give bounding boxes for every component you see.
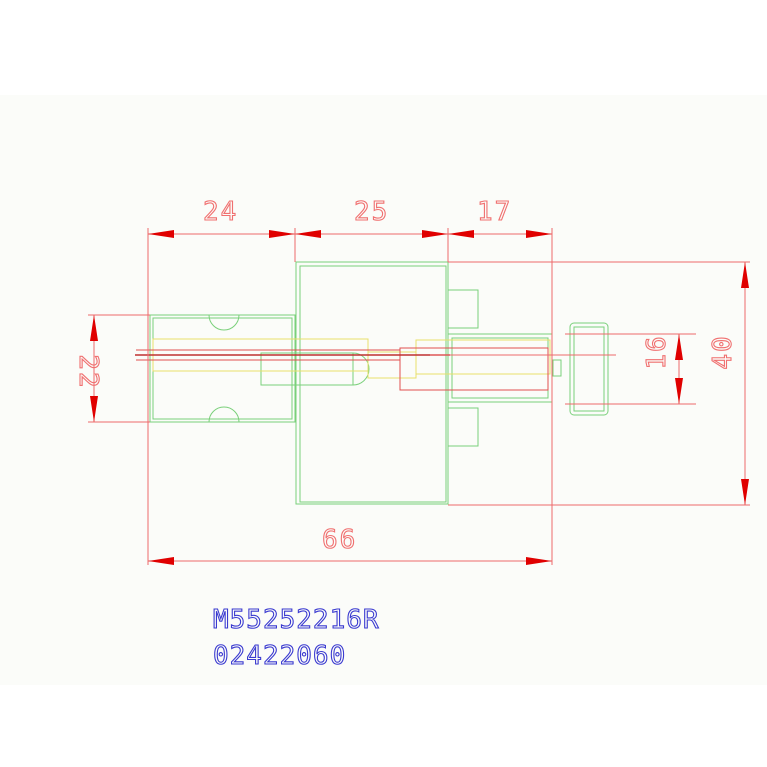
arrow	[675, 334, 683, 360]
part-section	[135, 347, 549, 391]
part-number: M55252216R	[213, 605, 380, 635]
arrow	[675, 378, 683, 404]
arrow	[741, 479, 749, 505]
dim-40-label: 40	[708, 334, 738, 369]
arrow	[526, 230, 552, 238]
arrow	[148, 230, 174, 238]
part-code: 02422060	[213, 641, 346, 671]
arrow	[741, 262, 749, 288]
dim-24-label: 24	[203, 197, 238, 227]
dim-25-label: 25	[354, 197, 389, 227]
dim-17-label: 17	[477, 197, 512, 227]
arrow	[295, 230, 321, 238]
arrow	[90, 315, 98, 341]
dimension-arrows	[90, 230, 749, 565]
dim-66-label: 66	[322, 525, 357, 555]
arrow	[148, 557, 174, 565]
dim-16-label: 16	[642, 334, 672, 369]
arrow	[269, 230, 295, 238]
arrow	[422, 230, 448, 238]
arrow	[448, 230, 474, 238]
dim-22-label: 22	[73, 354, 103, 389]
drawing-area	[0, 95, 767, 685]
arrow	[90, 396, 98, 422]
arrow	[526, 557, 552, 565]
